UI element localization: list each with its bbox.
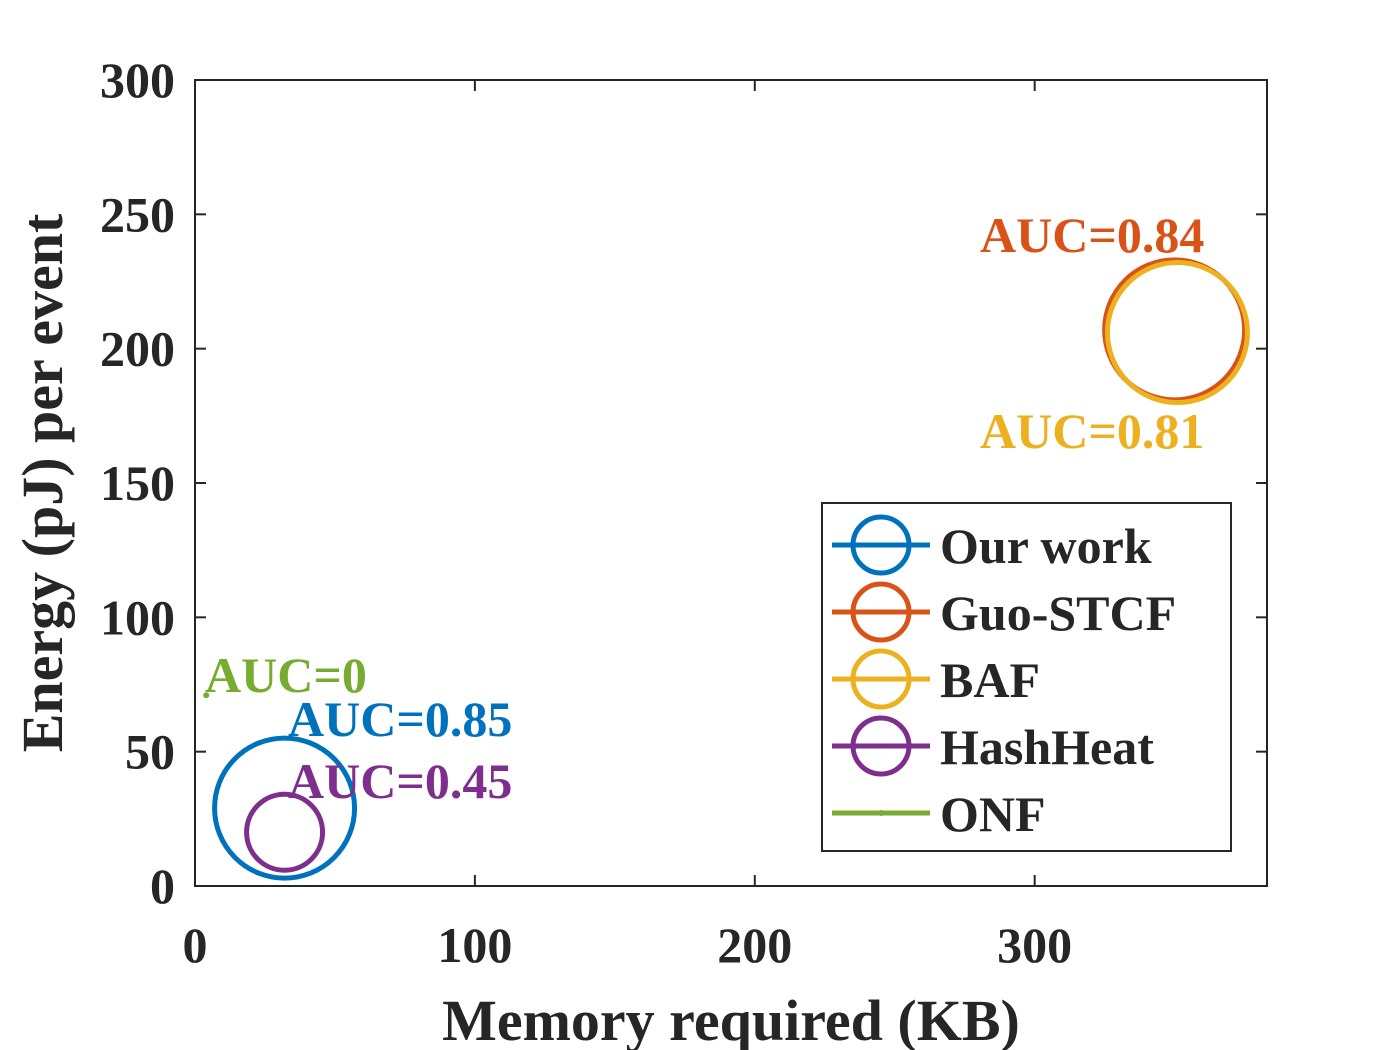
annotation-our-work: AUC=0.85 <box>288 691 512 747</box>
legend-label-baf: BAF <box>940 652 1040 708</box>
y-tick-label: 150 <box>100 455 175 511</box>
x-axis-label: Memory required (KB) <box>442 988 1020 1050</box>
x-tick-label: 0 <box>183 917 208 973</box>
y-tick-label: 200 <box>100 321 175 377</box>
legend-marker-onf <box>878 810 884 816</box>
y-tick-label: 0 <box>150 858 175 914</box>
data-marks <box>203 257 1250 881</box>
annotation-baf: AUC=0.81 <box>980 403 1204 459</box>
legend-label-guo-stcf: Guo-STCF <box>940 585 1176 641</box>
point-onf <box>203 692 210 699</box>
x-tick-label: 300 <box>997 917 1072 973</box>
y-tick-label: 250 <box>100 186 175 242</box>
y-axis-label: Energy (pJ) per event <box>10 213 75 752</box>
y-tick-label: 50 <box>125 724 175 780</box>
ticks: 0 100 200 300 0 50 100 150 200 250 300 <box>100 52 1267 973</box>
x-tick-label: 200 <box>717 917 792 973</box>
legend-label-our-work: Our work <box>940 518 1152 574</box>
point-baf <box>1104 260 1250 406</box>
annotation-onf: AUC=0 <box>205 647 367 703</box>
point-hashheat <box>244 791 326 873</box>
legend-marker-our-work <box>850 514 912 576</box>
legend-marker-baf <box>850 648 912 710</box>
x-tick-label: 100 <box>437 917 512 973</box>
legend-label-hashheat: HashHeat <box>940 719 1154 775</box>
point-guo-stcf <box>1102 257 1248 403</box>
point-our-work <box>212 735 358 881</box>
annotation-guo-stcf: AUC=0.84 <box>980 207 1204 263</box>
legend-marker-hashheat <box>850 715 912 777</box>
y-tick-label: 100 <box>100 589 175 645</box>
y-tick-label: 300 <box>100 52 175 108</box>
legend-label-onf: ONF <box>940 786 1046 842</box>
legend-marker-guo-stcf <box>850 581 912 643</box>
annotation-hashheat: AUC=0.45 <box>288 753 512 809</box>
